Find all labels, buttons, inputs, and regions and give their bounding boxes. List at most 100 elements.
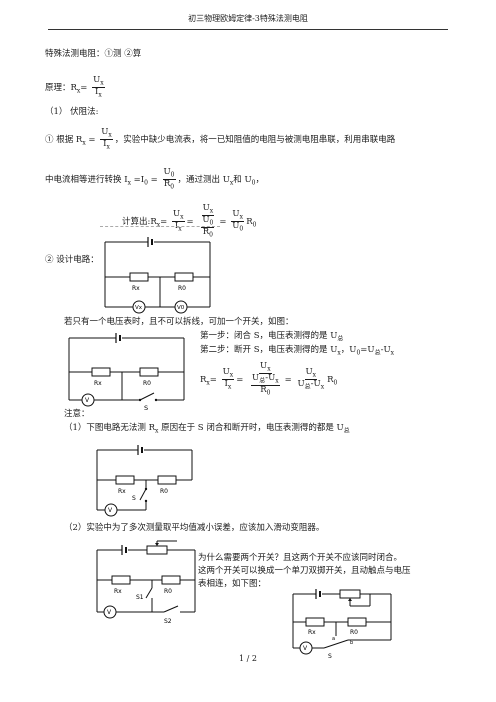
frac-den-sub: 0 <box>239 225 244 233</box>
calc2-tail: R <box>327 374 334 385</box>
step1: 第一步：闭合 S，电压表测得的是 U总 <box>200 331 344 344</box>
label-v: V <box>108 507 113 514</box>
item2-line: ② 设计电路： <box>45 255 99 265</box>
slider-arrow-icon <box>348 598 352 601</box>
frac-den: U <box>232 220 240 231</box>
step2-b-sub: 0 <box>356 349 361 357</box>
label-rx: Rx <box>114 588 122 595</box>
frac-num: U <box>202 203 210 213</box>
attention-title: 注意： <box>64 409 90 419</box>
frac-num-b-sub: x <box>275 377 279 385</box>
page-header: 初三物理欧姆定律-3特殊法测电阻 <box>188 14 308 23</box>
calc2-label: R <box>200 374 207 385</box>
step2-c: =U <box>360 345 375 355</box>
label-s2: S2 <box>164 618 172 625</box>
item1-rest: ，实验中缺少电流表，将一已知阻值的电阻与被测电阻串联，利用串联电路 <box>114 134 396 145</box>
calc1-label: 计算出:R <box>122 216 157 227</box>
frac-num: U <box>163 167 171 177</box>
step2-c-sub: 总 <box>374 349 381 357</box>
calc2-frac3: Ux U总-Ux <box>296 368 325 391</box>
calc1-tailsub: 0 <box>252 221 257 229</box>
label-r0: R0 <box>160 488 168 495</box>
attention-p1: （1）下图电路无法测 Rx 原因在于 S 闭合和断开时，电压表测得的都是 U总 <box>64 423 350 436</box>
item1-line: ① 根据 Rx = Ux Ix ，实验中缺少电流表，将一已知阻值的电阻与被测电阻… <box>45 128 395 151</box>
label-s: S <box>132 495 136 502</box>
calc2-frac2: Ux U总-Ux R0 <box>248 362 283 397</box>
frac-num: U <box>305 366 313 377</box>
circuit-one-voltmeter-switch: Rx R0 V S <box>68 333 185 410</box>
frac-den: R <box>202 226 210 237</box>
frac-den-sub: x <box>227 383 232 391</box>
item1-lead-sub: x <box>82 139 86 147</box>
page-number: 1 / 2 <box>239 654 257 663</box>
calc1-tail: R <box>246 216 253 227</box>
frac-den-sub: x <box>178 225 182 233</box>
why-line1: 为什么需要两个开关？且这两个开关不应该同时闭合。 <box>198 553 403 563</box>
why-line2: 这两个开关可以换成一个单刀双掷开关，且动触点与电压 <box>198 566 411 576</box>
line2-end: ， <box>255 174 264 185</box>
calc2-eq3: = <box>284 374 292 385</box>
calc1-eq2: = <box>186 216 194 227</box>
calc2-eq: = <box>209 374 217 385</box>
calc2-nested-frac: U总-Ux R0 <box>251 374 280 397</box>
frac-num: U <box>93 75 101 85</box>
frac-num: U <box>222 366 230 377</box>
p1-sub: x <box>155 427 159 435</box>
frac-num-sub: x <box>180 213 184 221</box>
frac-den: R <box>260 384 267 395</box>
calc2-lsub: x <box>206 379 210 387</box>
label-v0: V0 <box>177 305 185 311</box>
line2-fraction: U0 R0 <box>162 167 176 191</box>
label-rx: Rx <box>308 629 316 636</box>
dashed-divider <box>100 226 220 227</box>
label-v: V <box>303 645 308 652</box>
label-rx: Rx <box>132 285 140 292</box>
frac-num-sub: 0 <box>209 219 214 227</box>
principle-sub: x <box>76 87 81 95</box>
label-s: S <box>328 653 332 660</box>
circuit-cannot-measure: Rx R0 S V <box>96 445 193 517</box>
line2-eq: = <box>147 174 158 185</box>
calc1-lsub: x <box>156 221 161 229</box>
p1-sub2: 总 <box>343 427 350 435</box>
frac-den-sub: 0 <box>209 231 213 239</box>
frac-num: U <box>202 214 210 225</box>
label-s: S <box>144 404 148 410</box>
frac-den-b: -U <box>310 378 321 389</box>
frac-num-sub: 总 <box>259 377 266 385</box>
line2-s4: 0 <box>251 179 256 187</box>
frac-den-sub: 0 <box>266 389 271 397</box>
item1-line2: 中电流相等进行转换 Ix =I0 = U0 R0 ，通过测出 Ux和 U0， <box>45 168 264 191</box>
calc1-eq: = <box>160 216 168 227</box>
calc2-eq2: = <box>236 374 244 385</box>
item1-eq: = <box>85 134 96 145</box>
calc2-frac1: Ux Ix <box>221 366 235 391</box>
frac-num-sub: x <box>239 213 243 221</box>
frac-num-sub: 0 <box>170 171 175 179</box>
circuit-spdt-switch: Rx R0 a b V S <box>292 589 392 660</box>
frac-den: I <box>174 220 179 231</box>
frac-den-b-sub: x <box>320 383 325 391</box>
item1-fraction: Ux Ix <box>100 128 113 151</box>
frac-num: U <box>232 208 240 219</box>
calc1-formula: 计算出:Rx= Ux Ix = Ux U0 R0 = Ux U0 R0 <box>122 204 256 239</box>
line2-s3: x <box>229 179 234 187</box>
heading: 特殊法测电阻：①测 ②算 <box>45 49 142 59</box>
label-v: V <box>107 609 112 616</box>
one-meter-note: 若只有一个电压表时，且不可以拆线，可加一个开关，如图： <box>64 317 294 327</box>
frac-num: U <box>101 127 109 137</box>
frac-num: U <box>260 361 268 371</box>
line2-mid: =I <box>130 174 145 185</box>
label-vx: Vx <box>135 305 143 311</box>
line2-s2: 0 <box>144 179 148 187</box>
calc2-tailsub: 0 <box>333 379 338 387</box>
step2-d-sub: x <box>390 349 395 357</box>
step1-sub: 总 <box>337 335 344 343</box>
frac-num-b: -U <box>265 372 276 383</box>
frac-num: U <box>172 208 181 219</box>
frac-den-sub: x <box>106 143 110 151</box>
step1-text: 第一步：闭合 S，电压表测得的是 U <box>200 331 338 341</box>
line2-and: 和 U <box>233 174 252 185</box>
step2-b: ，U <box>340 345 357 355</box>
principle-eq: = <box>80 82 88 93</box>
